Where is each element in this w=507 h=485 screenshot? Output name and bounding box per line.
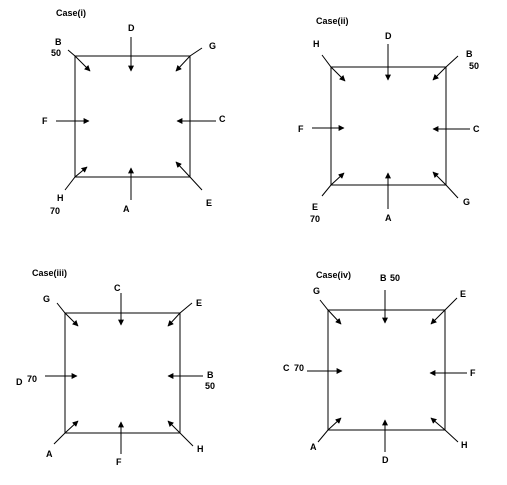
case-3-value-left: 70 (27, 374, 37, 384)
case-1-arrow-bottom-left (64, 166, 88, 191)
case-4-title: Case(iv) (316, 270, 351, 280)
case-2-panel: Case(ii) D C A F H B 50 G E 70 (298, 16, 480, 224)
case-2-label-bottom: A (385, 213, 392, 223)
case-2-value-bottom-left: 70 (310, 214, 320, 224)
case-1-label-left: F (42, 116, 48, 126)
case-1-value-bottom-left: 70 (50, 206, 60, 216)
case-1-square (74, 55, 191, 178)
case-1-arrow-top-right (175, 47, 203, 72)
case-4-label-top-left: G (313, 286, 320, 296)
case-2-label-top-left: H (313, 39, 320, 49)
case-4-label-bottom: D (382, 455, 389, 465)
case-2-arrow-bottom-left (321, 172, 345, 197)
case-4-value-top: 50 (390, 273, 400, 283)
case-1-arrow-top-left (67, 49, 91, 72)
case-3-label-right: B (207, 370, 214, 380)
case-3-label-left: D (16, 377, 23, 387)
case-3-label-top-left: G (43, 294, 50, 304)
case-2-title: Case(ii) (316, 16, 349, 26)
case-1-value-top-left: 50 (51, 48, 61, 58)
case-4-value-left: 70 (294, 363, 304, 373)
case-3-arrow-top-right (167, 302, 193, 327)
case-4-arrow-bottom-left (317, 417, 342, 443)
case-1-label-right: C (219, 114, 226, 124)
case-1-label-top: D (128, 23, 135, 33)
case-2-label-top: D (385, 31, 392, 41)
case-4-label-bottom-left: A (310, 442, 317, 452)
case-4-label-right: F (470, 368, 476, 378)
case-2-label-right: C (473, 124, 480, 134)
case-2-arrow-top-right (432, 55, 459, 81)
case-3-label-bottom-right: H (197, 444, 204, 454)
case-4-arrow-top-right (430, 297, 458, 325)
case-4-label-top-right: E (460, 289, 466, 299)
case-2-square (330, 66, 447, 186)
case-2-value-top-right: 50 (469, 61, 479, 71)
case-2-arrow-bottom-right (432, 171, 459, 199)
case-3-panel: Case(iii) C B 50 F D 70 G E H A (16, 268, 215, 467)
case-1-title: Case(i) (56, 8, 86, 18)
case-4-label-left: C (283, 363, 290, 373)
case-3-value-right: 50 (205, 381, 215, 391)
case-2-arrow-top-left (321, 54, 346, 82)
case-2-label-top-right: B (466, 49, 473, 59)
case-3-arrow-bottom-right (167, 420, 194, 447)
case-1-label-bottom-right: E (206, 198, 212, 208)
case-1-arrow-bottom-right (175, 161, 203, 191)
case-4-panel: Case(iv) B 50 F D C 70 G E H A (283, 270, 476, 465)
case-4-label-bottom-right: H (461, 440, 468, 450)
case-3-arrow-top-left (56, 302, 79, 327)
case-1-label-top-right: G (209, 41, 216, 51)
case-3-label-top-right: E (196, 298, 202, 308)
case-4-square (327, 309, 446, 431)
case-1-label-bottom-left: H (57, 193, 64, 203)
case-3-square (64, 312, 181, 434)
case-4-arrow-bottom-right (430, 417, 459, 443)
case-2-label-bottom-right: G (463, 197, 470, 207)
case-3-label-top: C (114, 283, 121, 293)
case-2-label-bottom-left: E (312, 202, 318, 212)
case-3-label-bottom: F (116, 457, 122, 467)
case-1-label-bottom: A (123, 204, 130, 214)
case-1-panel: Case(i) D C A F B 50 G E H 70 (42, 8, 226, 216)
case-3-arrow-bottom-left (53, 420, 79, 445)
case-4-arrow-top-left (319, 299, 342, 325)
case-4-label-top: B (380, 273, 387, 283)
case-1-label-top-left: B (55, 37, 62, 47)
case-3-label-bottom-left: A (46, 449, 53, 459)
case-3-title: Case(iii) (32, 268, 67, 278)
case-2-label-left: F (298, 124, 304, 134)
